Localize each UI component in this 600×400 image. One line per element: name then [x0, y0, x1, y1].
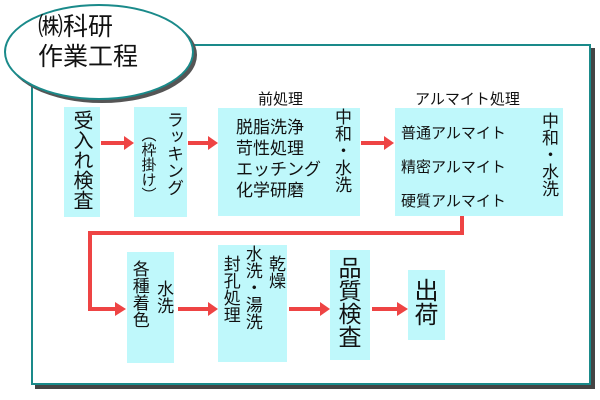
title-process: 作業工程 [38, 42, 139, 71]
pre-item: 化学研磨 [236, 181, 304, 201]
inspection-label: 品質検査 [334, 256, 360, 348]
coloring-label: 各種着色 [128, 260, 149, 328]
shipping-label: 出荷 [410, 278, 438, 326]
step-pretreatment: 脱脂洗浄 苛性処理 エッチング 化学研磨 中和・水洗 [218, 108, 360, 216]
alumite-label: アルマイト処理 [415, 90, 520, 108]
alumite-item: 硬質アルマイト [401, 192, 506, 210]
alumite-item: 普通アルマイト [401, 124, 506, 142]
step-sealing: 封孔処理 水洗・湯洗 乾燥 [218, 245, 287, 362]
page-title: ㈱科研 作業工程 [38, 12, 138, 72]
pre-rinse-label: 中和・水洗 [331, 108, 351, 193]
pretreatment-label: 前処理 [258, 90, 304, 108]
racking-label: ラッキング [163, 111, 183, 196]
pretreatment-items: 脱脂洗浄 苛性処理 エッチング 化学研磨 [236, 118, 321, 202]
title-ellipse [4, 4, 194, 100]
sealing-label: 封孔処理 [219, 255, 240, 323]
sealing-rinse-label: 水洗・湯洗 [241, 245, 262, 330]
racking-note: （枠掛け） [139, 127, 158, 202]
step-shipping: 出荷 [408, 270, 445, 340]
step-inspection: 品質検査 [330, 250, 370, 360]
drying-label: 乾燥 [265, 255, 285, 289]
coloring-rinse-label: 水洗 [153, 280, 173, 314]
connector-arrow [88, 215, 464, 311]
step-receiving: 受入れ検査 [64, 107, 100, 217]
step-coloring: 各種着色 水洗 [127, 252, 174, 363]
pre-item: エッチング [236, 160, 321, 180]
alumite-item: 精密アルマイト [401, 158, 506, 176]
step-alumite: 普通アルマイト 精密アルマイト 硬質アルマイト 中和・水洗 [395, 108, 563, 216]
alumite-items: 普通アルマイト 精密アルマイト 硬質アルマイト [401, 116, 506, 218]
title-company: ㈱科研 [38, 12, 114, 41]
pre-item: 苛性処理 [236, 139, 304, 159]
pre-item: 脱脂洗浄 [236, 118, 304, 138]
step-racking: ラッキング （枠掛け） [134, 107, 187, 217]
receiving-label: 受入れ検査 [70, 110, 94, 210]
alumite-rinse-label: 中和・水洗 [538, 112, 558, 197]
